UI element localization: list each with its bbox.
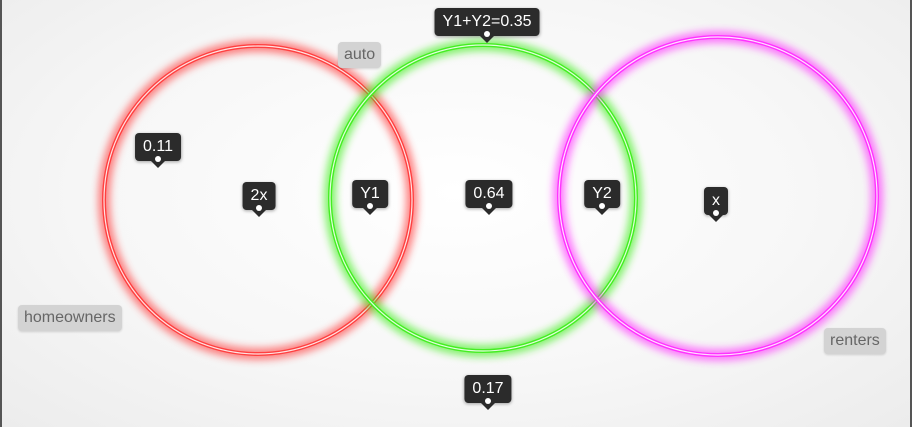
marker-homeowners-edge-dot bbox=[155, 156, 161, 162]
marker-overlap-home-auto-value: Y1 bbox=[352, 180, 388, 208]
marker-outside-value: 0.17 bbox=[464, 375, 512, 403]
marker-homeowners-only-dot bbox=[256, 205, 262, 211]
homeowners-circle bbox=[98, 40, 418, 360]
marker-homeowners-edge-value: 0.11 bbox=[135, 133, 181, 161]
marker-outside-dot bbox=[485, 398, 491, 404]
marker-overlap-home-auto-dot bbox=[367, 203, 373, 209]
marker-overlap-auto-renters-dot bbox=[599, 203, 605, 209]
homeowners-label[interactable]: homeowners bbox=[18, 305, 122, 331]
auto-label[interactable]: auto bbox=[338, 42, 382, 68]
renters-circle bbox=[553, 31, 883, 361]
auto-circle bbox=[324, 39, 642, 357]
marker-top-dot bbox=[484, 31, 490, 37]
renters-label[interactable]: renters bbox=[824, 328, 886, 354]
marker-auto-only-value: 0.64 bbox=[465, 180, 513, 208]
marker-renters-only-dot bbox=[713, 210, 719, 216]
marker-auto-only-dot bbox=[486, 203, 492, 209]
marker-overlap-auto-renters-value: Y2 bbox=[584, 180, 620, 208]
